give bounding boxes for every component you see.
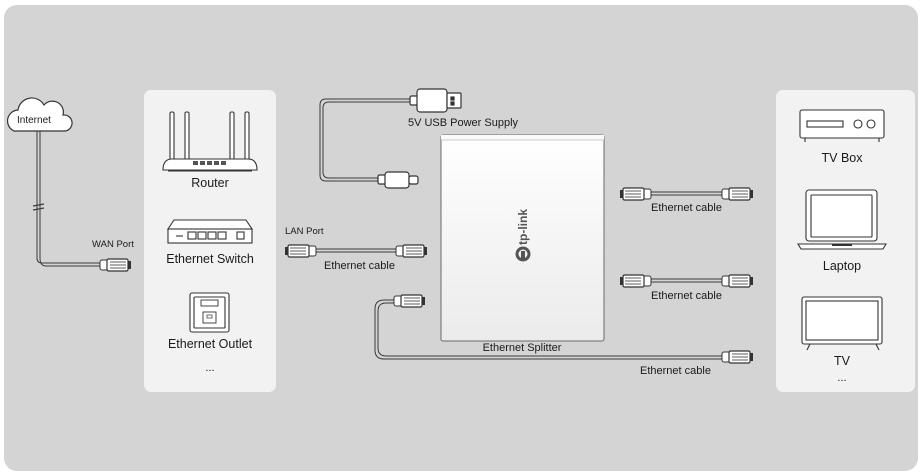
wan-port-label: WAN Port — [92, 239, 134, 250]
ethernet-switch-label: Ethernet Switch — [166, 252, 254, 266]
ethernet-outlet-label: Ethernet Outlet — [167, 337, 253, 351]
internet-label: Internet — [17, 115, 51, 126]
splitter-output-plug-3-icon — [393, 294, 426, 308]
client-more-label: ... — [837, 372, 847, 384]
source-more-label: ... — [205, 362, 215, 374]
laptop-icon — [797, 189, 887, 250]
splitter-output-plug-2-icon — [619, 274, 652, 288]
lan-plug-icon — [284, 244, 317, 258]
tv-box-label: TV Box — [821, 151, 863, 165]
tv-plug-icon — [721, 350, 754, 364]
ethernet-outlet-icon — [189, 292, 230, 333]
laptop-label: Laptop — [822, 259, 862, 273]
splitter-brand: tp-link — [516, 209, 530, 245]
tv-box-icon — [799, 109, 885, 142]
input-ethernet-cable — [300, 248, 400, 253]
usb-c-plug-icon — [377, 171, 419, 189]
power-supply-label: 5V USB Power Supply — [407, 117, 519, 129]
wan-cable — [32, 131, 100, 267]
splitter-input-plug-icon — [395, 244, 428, 258]
output-ethernet-cable-3 — [374, 299, 722, 360]
internet-cloud-icon — [6, 97, 73, 132]
output-ethernet-cable-2 — [647, 278, 722, 283]
tvbox-plug-icon — [721, 187, 754, 201]
output-ethernet-cable-1 — [647, 191, 722, 196]
laptop-plug-icon — [721, 274, 754, 288]
tp-link-logo-icon: tp-link — [515, 209, 531, 262]
router-label: Router — [191, 176, 229, 190]
router-icon — [162, 111, 258, 172]
input-cable-label: Ethernet cable — [324, 260, 395, 272]
splitter-label: Ethernet Splitter — [482, 342, 562, 354]
tv-label: TV — [834, 354, 850, 368]
ethernet-switch-icon — [166, 219, 254, 244]
ethernet-splitter-device — [440, 134, 605, 342]
lan-port-label: LAN Port — [285, 226, 324, 237]
usb-power-cable — [319, 98, 412, 182]
wan-plug-icon — [99, 258, 132, 272]
output-cable-3-label: Ethernet cable — [640, 365, 711, 377]
output-cable-2-label: Ethernet cable — [651, 290, 722, 302]
tv-icon — [801, 296, 883, 351]
splitter-output-plug-1-icon — [619, 187, 652, 201]
output-cable-1-label: Ethernet cable — [651, 202, 722, 214]
usb-a-plug-icon — [409, 88, 462, 113]
